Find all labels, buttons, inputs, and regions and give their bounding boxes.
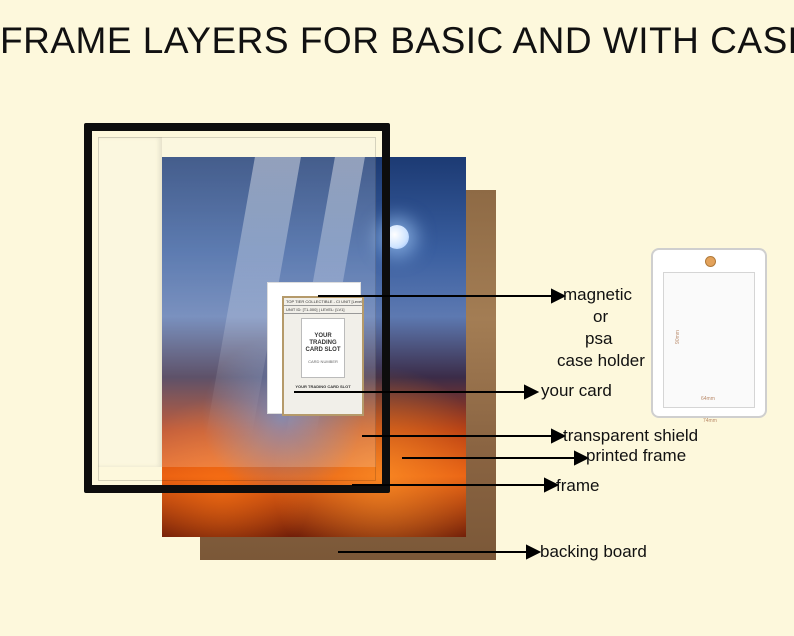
arrowhead-shield (551, 428, 567, 444)
label-psa: psa (585, 329, 613, 348)
dim-bottom: 74mm (703, 418, 717, 424)
case-holder-diagram: 90mm 64mm (651, 248, 767, 418)
case-window (663, 272, 755, 408)
label-transparent-shield: transparent shield (563, 426, 699, 445)
label-frame: frame (556, 476, 600, 495)
arrowhead-frame (544, 477, 560, 493)
label-backing-board: backing board (540, 542, 647, 561)
frame-mat (98, 137, 162, 467)
label-magnetic-case: magnetic or psa case holder (557, 284, 683, 372)
frame-layer (84, 123, 390, 493)
card-number: CARD NUMBER (308, 359, 338, 364)
dim-height: 90mm (674, 330, 681, 344)
arrowhead-your-card (524, 384, 540, 400)
arrowhead-backing (526, 544, 542, 560)
card-unit: UNIT ID: [T1-000] | LEVEL: [LV1] (284, 306, 362, 314)
label-or: or (593, 307, 609, 326)
trading-card: TOP TIER COLLECTIBLE - CI UNIT [Level 1]… (282, 296, 364, 416)
frame-mat-top (98, 137, 376, 157)
magnet-dot-icon (705, 256, 716, 267)
card-slot-text: YOUR TRADING CARD SLOT (305, 333, 341, 353)
arrowhead-magnetic (551, 288, 567, 304)
printed-frame-layer (162, 157, 466, 537)
label-your-card: your card (541, 381, 612, 400)
arrowhead-printed (574, 450, 590, 466)
card-slot: YOUR TRADING CARD SLOT CARD NUMBER (301, 318, 345, 378)
frame-inner-edge (98, 137, 376, 481)
label-magnetic: magnetic (563, 285, 632, 304)
label-case-holder: case holder (557, 351, 645, 370)
label-printed-frame: printed frame (586, 446, 687, 465)
card-header: TOP TIER COLLECTIBLE - CI UNIT [Level 1] (284, 299, 364, 306)
card-footer: YOUR TRADING CARD SLOT (295, 384, 351, 389)
dim-width: 64mm (701, 396, 715, 402)
page-title: FRAME LAYERS FOR BASIC AND WITH CASE (0, 20, 794, 61)
